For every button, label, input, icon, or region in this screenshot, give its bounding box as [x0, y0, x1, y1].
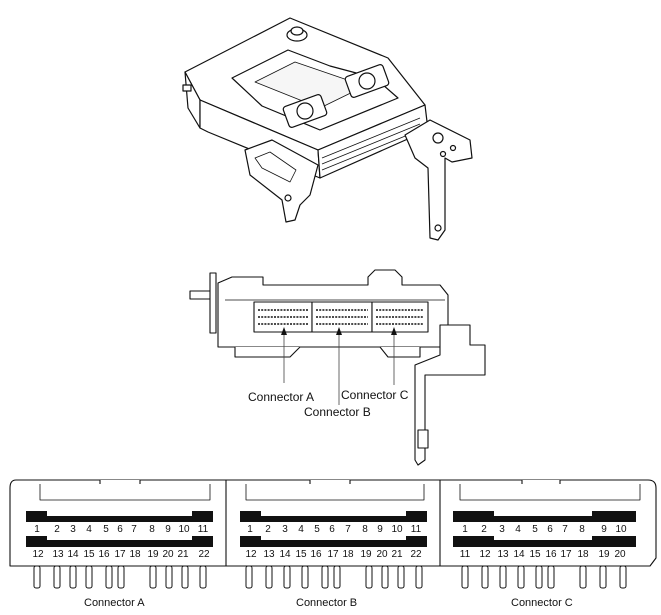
- pin-c-5: 5: [532, 524, 538, 535]
- pin-c-19: 19: [598, 549, 610, 560]
- pin-c-2: 2: [481, 524, 487, 535]
- pin-a-4: 4: [86, 524, 92, 535]
- pin-b-4: 4: [298, 524, 304, 535]
- pin-a-14: 14: [67, 549, 79, 560]
- ecu-side-view: Connector A Connector B Connector C: [0, 255, 661, 470]
- pin-b-21: 21: [391, 549, 403, 560]
- caption-connector-b: Connector B: [296, 597, 358, 609]
- pin-c-15: 15: [529, 549, 541, 560]
- pin-a-10: 10: [178, 524, 190, 535]
- pin-c-14: 14: [513, 549, 525, 560]
- ecu-isometric-drawing: [182, 17, 473, 241]
- pin-c-1: 1: [462, 524, 468, 535]
- pin-a-17: 17: [114, 549, 126, 560]
- pin-c-6: 6: [547, 524, 553, 535]
- pin-a-15: 15: [83, 549, 95, 560]
- pin-b-14: 14: [279, 549, 291, 560]
- pin-a-20: 20: [162, 549, 174, 560]
- pin-b-16: 16: [310, 549, 322, 560]
- pin-b-17: 17: [327, 549, 339, 560]
- pin-b-6: 6: [329, 524, 335, 535]
- caption-connector-a: Connector A: [84, 597, 145, 609]
- pin-b-8: 8: [362, 524, 368, 535]
- pin-b-9: 9: [377, 524, 383, 535]
- pin-b-2: 2: [265, 524, 271, 535]
- pin-a-18: 18: [129, 549, 141, 560]
- pin-a-13: 13: [52, 549, 64, 560]
- pin-c-18: 18: [577, 549, 589, 560]
- pin-b-19: 19: [360, 549, 372, 560]
- pin-a-8: 8: [149, 524, 155, 535]
- pin-b-20: 20: [376, 549, 388, 560]
- pin-c-10: 10: [615, 524, 627, 535]
- ecu-isometric-view: [0, 0, 661, 250]
- pin-b-1: 1: [247, 524, 253, 535]
- pin-c-17: 17: [560, 549, 572, 560]
- connector-housings-drawing: [9, 479, 657, 589]
- pin-a-7: 7: [131, 524, 137, 535]
- pin-a-19: 19: [147, 549, 159, 560]
- pin-a-3: 3: [70, 524, 76, 535]
- pin-b-15: 15: [295, 549, 307, 560]
- pin-c-12: 12: [479, 549, 491, 560]
- pin-b-5: 5: [314, 524, 320, 535]
- callout-connector-a: Connector A: [248, 390, 315, 404]
- caption-connector-c: Connector C: [511, 597, 573, 609]
- pin-b-11: 11: [410, 524, 422, 535]
- pin-a-9: 9: [165, 524, 171, 535]
- pin-c-11: 11: [459, 549, 471, 560]
- pin-c-7: 7: [562, 524, 568, 535]
- pin-c-3: 3: [499, 524, 505, 535]
- pin-a-22: 22: [198, 549, 210, 560]
- ecu-side-drawing: [189, 269, 486, 466]
- pin-b-12: 12: [245, 549, 257, 560]
- pin-a-6: 6: [117, 524, 123, 535]
- pin-c-4: 4: [515, 524, 521, 535]
- pin-c-20: 20: [614, 549, 626, 560]
- pin-b-13: 13: [263, 549, 275, 560]
- pin-c-9: 9: [601, 524, 607, 535]
- pin-c-16: 16: [545, 549, 557, 560]
- callout-connector-b: Connector B: [304, 405, 371, 419]
- pin-a-11: 11: [197, 524, 209, 535]
- pin-a-5: 5: [103, 524, 109, 535]
- pin-a-16: 16: [98, 549, 110, 560]
- pin-a-12: 12: [32, 549, 44, 560]
- pin-b-18: 18: [342, 549, 354, 560]
- pin-c-13: 13: [497, 549, 509, 560]
- pin-b-3: 3: [282, 524, 288, 535]
- pin-a-21: 21: [177, 549, 189, 560]
- pin-b-7: 7: [345, 524, 351, 535]
- pin-a-1: 1: [34, 524, 40, 535]
- pin-a-2: 2: [54, 524, 60, 535]
- connector-pinout-strip: 1 2 3 4 5 6 7 8 9 10 11 12 13 14 15 16 1…: [0, 470, 661, 615]
- pin-c-8: 8: [579, 524, 585, 535]
- pin-b-22: 22: [410, 549, 422, 560]
- pin-b-10: 10: [391, 524, 403, 535]
- callout-connector-c: Connector C: [341, 388, 409, 402]
